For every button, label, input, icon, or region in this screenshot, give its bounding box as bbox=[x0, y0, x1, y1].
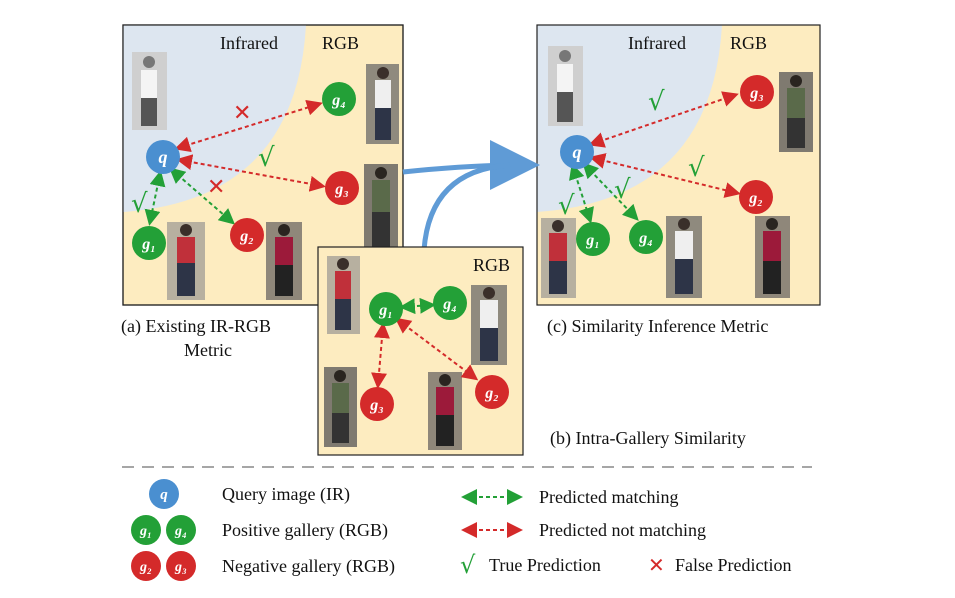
arrow-matching bbox=[582, 162, 639, 221]
arrow-matching bbox=[144, 170, 166, 226]
arrow-not-matching bbox=[394, 317, 479, 381]
person-thumbnail bbox=[327, 256, 360, 334]
node-label: g₂ bbox=[239, 228, 254, 245]
legend-false-label: False Prediction bbox=[675, 555, 791, 575]
positive-node bbox=[433, 286, 467, 320]
cross-icon: ✕ bbox=[648, 553, 665, 577]
person-thumbnail bbox=[755, 216, 790, 298]
rgb-label: RGB bbox=[322, 33, 359, 53]
positive-node bbox=[576, 222, 610, 256]
arrow-not-matching bbox=[371, 322, 390, 389]
caption-c: (c) Similarity Inference Metric bbox=[547, 316, 768, 337]
person-thumbnail bbox=[471, 285, 507, 365]
node-label: g₃ bbox=[334, 181, 349, 198]
check-icon: √ bbox=[258, 143, 275, 173]
positive-node bbox=[629, 220, 663, 254]
panel-b: RGB g₁ g₄ g₃ g₂ bbox=[317, 246, 524, 456]
legend-negative-symbol: g₂ bbox=[139, 560, 152, 575]
negative-node bbox=[325, 171, 359, 205]
panel-a: Infrared RGB ✕ ✕ √ √ q g₄ g₃ g₁ g₂ (a) E… bbox=[121, 24, 404, 360]
check-icon: √ bbox=[131, 189, 148, 219]
legend-query-symbol: q bbox=[160, 487, 168, 503]
legend-negative-symbol: g₃ bbox=[174, 560, 187, 575]
check-icon: √ bbox=[648, 87, 665, 117]
person-thumbnail bbox=[324, 367, 357, 447]
person-thumbnail bbox=[167, 222, 205, 300]
arrow-not-matching bbox=[176, 154, 326, 192]
node-label: g₂ bbox=[484, 385, 499, 402]
flow-arrow bbox=[402, 140, 540, 191]
node-label: g₃ bbox=[369, 397, 384, 414]
person-thumbnail bbox=[666, 216, 702, 298]
legend-matching-label: Predicted matching bbox=[539, 487, 678, 507]
query-node bbox=[146, 140, 180, 174]
query-node-label: q bbox=[573, 142, 582, 162]
flow-arrow bbox=[421, 162, 511, 251]
node-label: g₄ bbox=[331, 92, 346, 109]
positive-node bbox=[369, 292, 403, 326]
infrared-label: Infrared bbox=[220, 33, 278, 53]
legend-positive-symbol: g₁ bbox=[139, 524, 152, 539]
caption-a-line1: (a) Existing IR-RGB bbox=[121, 316, 271, 337]
check-icon: √ bbox=[558, 191, 575, 221]
person-thumbnail bbox=[541, 218, 576, 298]
person-thumbnail bbox=[132, 52, 167, 130]
node-label: g₄ bbox=[638, 230, 653, 247]
check-icon: √ bbox=[688, 153, 705, 183]
legend-negative-label: Negative gallery (RGB) bbox=[222, 556, 395, 577]
caption-b: (b) Intra-Gallery Similarity bbox=[550, 428, 746, 449]
negative-node bbox=[230, 218, 264, 252]
check-icon: √ bbox=[614, 175, 631, 205]
person-thumbnail bbox=[266, 222, 302, 300]
legend-positive-swatch bbox=[131, 515, 161, 545]
legend-query-label: Query image (IR) bbox=[222, 484, 350, 505]
legend-negative-swatch bbox=[166, 551, 196, 581]
positive-node bbox=[322, 82, 356, 116]
person-thumbnail bbox=[364, 164, 398, 252]
person-thumbnail bbox=[366, 64, 399, 144]
check-icon: √ bbox=[460, 551, 476, 579]
node-label: g₁ bbox=[378, 302, 393, 319]
arrow-matching bbox=[569, 163, 594, 224]
rgb-label: RGB bbox=[473, 255, 510, 275]
person-thumbnail bbox=[548, 46, 583, 126]
rgb-label: RGB bbox=[730, 33, 767, 53]
negative-node bbox=[360, 387, 394, 421]
panel-c: Infrared RGB √ √ √ √ q g₃ g₂ g₁ g₄ (c) S… bbox=[536, 24, 821, 337]
person-thumbnail bbox=[428, 372, 462, 450]
node-label: g₁ bbox=[141, 236, 156, 253]
node-label: g₁ bbox=[585, 232, 600, 249]
node-label: g₄ bbox=[442, 296, 457, 313]
arrow-matching bbox=[399, 297, 436, 315]
arrow-not-matching bbox=[174, 99, 323, 153]
infrared-label: Infrared bbox=[628, 33, 686, 53]
legend-positive-symbol: g₄ bbox=[174, 524, 187, 539]
legend-query-swatch bbox=[149, 479, 179, 509]
legend-positive-swatch bbox=[166, 515, 196, 545]
node-label: g₂ bbox=[748, 190, 763, 207]
query-node bbox=[560, 135, 594, 169]
negative-node bbox=[475, 375, 509, 409]
legend-positive-label: Positive gallery (RGB) bbox=[222, 520, 388, 541]
node-label: g₃ bbox=[749, 85, 764, 102]
legend-not-matching-label: Predicted not matching bbox=[539, 520, 706, 540]
query-node-label: q bbox=[159, 147, 168, 167]
arrow-matching bbox=[168, 167, 236, 225]
legend-negative-swatch bbox=[131, 551, 161, 581]
caption-a-line2: Metric bbox=[184, 340, 232, 360]
cross-icon: ✕ bbox=[207, 175, 225, 200]
positive-node bbox=[132, 226, 166, 260]
person-thumbnail bbox=[779, 72, 813, 152]
legend: q Query image (IR) g₁ g₄ Positive galler… bbox=[131, 479, 791, 581]
legend-true-label: True Prediction bbox=[489, 555, 601, 575]
negative-node bbox=[740, 75, 774, 109]
negative-node bbox=[739, 180, 773, 214]
cross-icon: ✕ bbox=[233, 101, 251, 126]
